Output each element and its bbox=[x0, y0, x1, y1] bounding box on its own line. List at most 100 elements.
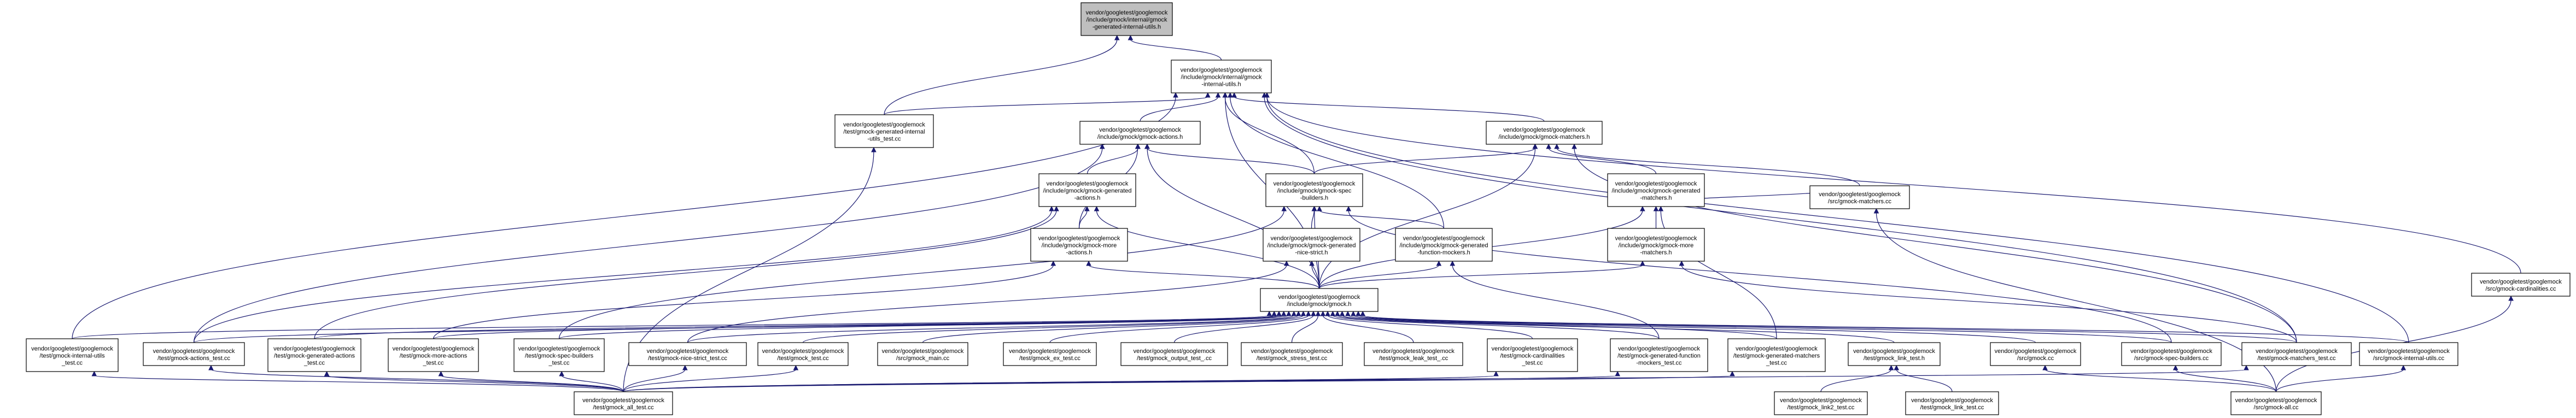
file-node-more-actions-test[interactable]: vendor/googletest/googlemock/test/gmock-… bbox=[388, 338, 479, 372]
node-label-line: /test/gmock_link_test.h bbox=[1864, 355, 1925, 362]
file-node-output-test[interactable]: vendor/googletest/googlemock/test/gmock_… bbox=[1120, 342, 1228, 366]
node-label-line: vendor/googletest/googlemock bbox=[1618, 346, 1700, 352]
file-node-internal-utils-test[interactable]: vendor/googletest/googlemock/test/gmock-… bbox=[26, 338, 119, 372]
edge-gmock_h-to-actions bbox=[1147, 148, 1320, 289]
file-node-spec-builders-test[interactable]: vendor/googletest/googlemock/test/gmock-… bbox=[513, 338, 605, 372]
arrowhead-gen_actions_test bbox=[324, 370, 330, 376]
file-node-matchers[interactable]: vendor/googletest/googlemock/include/gmo… bbox=[1486, 121, 1603, 145]
node-label-line: vendor/googletest/googlemock bbox=[31, 346, 113, 352]
edge-actions_test-to-actions bbox=[193, 148, 1103, 343]
arrowhead-gen_function_mockers_test bbox=[1615, 370, 1621, 376]
file-node-gen-matchers-test[interactable]: vendor/googletest/googlemock/test/gmock-… bbox=[1727, 338, 1826, 372]
edge-nice_strict_test-to-gen_nice_strict bbox=[687, 264, 1287, 343]
arrowhead-gmock_h bbox=[1311, 310, 1316, 316]
file-node-gmock-cc[interactable]: vendor/googletest/googlemock/src/gmock.c… bbox=[1990, 342, 2081, 366]
file-node-matchers-test[interactable]: vendor/googletest/googlemock/test/gmock-… bbox=[2241, 342, 2352, 366]
file-node-more-matchers[interactable]: vendor/googletest/googlemock/include/gmo… bbox=[1607, 228, 1705, 262]
node-label-line: /test/gmock_leak_test_.cc bbox=[1379, 355, 1448, 362]
node-box bbox=[1003, 342, 1097, 366]
file-node-gmock-test[interactable]: vendor/googletest/googlemock/test/gmock_… bbox=[757, 342, 849, 366]
node-label-line: /test/gmock_link_test.cc bbox=[1920, 404, 1984, 411]
node-label-line: vendor/googletest/googlemock bbox=[1995, 348, 2077, 355]
node-box bbox=[1395, 228, 1493, 262]
file-node-gen-actions[interactable]: vendor/googletest/googlemock/include/gmo… bbox=[1038, 173, 1136, 207]
file-node-gen-matchers[interactable]: vendor/googletest/googlemock/include/gmo… bbox=[1607, 173, 1705, 207]
file-node-gmock-h[interactable]: vendor/googletest/googlemock/include/gmo… bbox=[1260, 288, 1378, 312]
edge-spec_builders-to-matchers bbox=[1313, 148, 1535, 174]
arrowhead-gmock_test bbox=[793, 364, 799, 370]
node-label-line: /include/gmock/gmock-generated bbox=[1043, 188, 1131, 195]
node-label-line: /test/gmock-spec-builders bbox=[525, 353, 594, 360]
node-label-line: /test/gmock-more-actions bbox=[400, 353, 468, 360]
file-node-all-test[interactable]: vendor/googletest/googlemock/test/gmock_… bbox=[574, 391, 673, 415]
edge-all_test-to-gmock_test bbox=[623, 369, 796, 392]
file-node-spec-builders-cc[interactable]: vendor/googletest/googlemock/src/gmock-s… bbox=[2121, 342, 2222, 366]
file-node-more-actions[interactable]: vendor/googletest/googlemock/include/gmo… bbox=[1030, 228, 1128, 262]
file-node-stress-test[interactable]: vendor/googletest/googlemock/test/gmock_… bbox=[1241, 342, 1343, 366]
edge-gen_function_mockers-to-internal_utils bbox=[1230, 96, 1445, 229]
edge-gmock_main-to-gmock_h bbox=[922, 315, 1304, 343]
node-box bbox=[2230, 391, 2322, 415]
node-label-line: /src/gmock-internal-utils.cc bbox=[2373, 355, 2445, 362]
arrowhead-gen_matchers bbox=[1640, 205, 1645, 211]
file-node-internal-utils-cc[interactable]: vendor/googletest/googlemock/src/gmock-i… bbox=[2359, 342, 2458, 366]
node-label-line: vendor/googletest/googlemock bbox=[1038, 236, 1120, 242]
node-box bbox=[1030, 228, 1128, 262]
edge-spec_builders_test-to-spec_builders bbox=[558, 210, 1284, 339]
arrowhead-gmock_h bbox=[1281, 310, 1287, 316]
node-box bbox=[1038, 173, 1136, 207]
file-node-ex-test[interactable]: vendor/googletest/googlemock/test/gmock_… bbox=[1003, 342, 1097, 366]
file-node-leak-test[interactable]: vendor/googletest/googlemock/test/gmock_… bbox=[1364, 342, 1463, 366]
file-node-matchers-cc[interactable]: vendor/googletest/googlemock/src/gmock-m… bbox=[1809, 185, 1910, 209]
arrowhead-internal_utils bbox=[1231, 92, 1237, 98]
file-node-actions-test[interactable]: vendor/googletest/googlemock/test/gmock-… bbox=[143, 342, 245, 366]
edge-gen_nice_strict-to-spec_builders bbox=[1311, 210, 1315, 229]
file-node-link2-test[interactable]: vendor/googletest/googlemock/test/gmock_… bbox=[1774, 391, 1868, 415]
node-label-line: vendor/googletest/googlemock bbox=[1853, 348, 1935, 355]
node-label-line: /test/gmock_stress_test.cc bbox=[1257, 355, 1328, 362]
node-label-line: vendor/googletest/googlemock bbox=[647, 348, 729, 355]
node-box bbox=[1487, 338, 1578, 372]
arrowhead-cardinalities_cc bbox=[2508, 295, 2514, 301]
file-node-cardinalities-test[interactable]: vendor/googletest/googlemock/test/gmock-… bbox=[1487, 338, 1578, 372]
arrowhead-link_test_h bbox=[1888, 364, 1894, 370]
file-node-gen-function-mockers[interactable]: vendor/googletest/googlemock/include/gmo… bbox=[1395, 228, 1493, 262]
arrowhead-gen_function_mockers bbox=[1450, 260, 1456, 266]
node-label-line: /test/gmock-actions_test.cc bbox=[157, 355, 230, 362]
arrowhead-more_actions_test bbox=[438, 370, 444, 376]
arrowhead-spec_builders bbox=[1346, 205, 1352, 211]
node-label-line: /test/gmock-generated-function bbox=[1617, 353, 1701, 360]
file-node-link-test-cc[interactable]: vendor/googletest/googlemock/test/gmock_… bbox=[1905, 391, 1999, 415]
node-label-line: vendor/googletest/googlemock bbox=[1492, 346, 1574, 352]
file-node-gen-actions-test[interactable]: vendor/googletest/googlemock/test/gmock-… bbox=[267, 338, 361, 372]
file-node-gen-function-mockers-test[interactable]: vendor/googletest/googlemock/test/gmock-… bbox=[1610, 338, 1708, 372]
file-node-cardinalities-cc[interactable]: vendor/googletest/googlemock/src/gmock-c… bbox=[2471, 273, 2571, 297]
node-box bbox=[1727, 338, 1826, 372]
file-node-actions[interactable]: vendor/googletest/googlemock/include/gmo… bbox=[1079, 121, 1201, 145]
node-label-line: /include/gmock/gmock-more bbox=[1042, 243, 1117, 249]
edge-all_test-to-spec_builders_test bbox=[561, 375, 624, 392]
node-label-line: vendor/googletest/googlemock bbox=[1271, 236, 1353, 242]
edge-all_test-to-internal_utils_test bbox=[94, 375, 624, 392]
node-label-line: vendor/googletest/googlemock bbox=[1274, 181, 1356, 187]
file-node-gen-internal-utils-test[interactable]: vendor/googletest/googlemock/test/gmock-… bbox=[834, 114, 934, 148]
arrowhead-gmock_h bbox=[1266, 310, 1272, 316]
node-label-line: /include/gmock/gmock.h bbox=[1287, 301, 1352, 308]
arrowhead-link_test_h bbox=[1894, 364, 1900, 370]
file-node-link-test-h[interactable]: vendor/googletest/googlemock/test/gmock_… bbox=[1848, 342, 1941, 366]
node-label-line: /include/gmock/gmock-generated bbox=[1267, 243, 1356, 249]
node-label-line: -actions.h bbox=[1066, 250, 1093, 256]
file-node-gen-nice-strict[interactable]: vendor/googletest/googlemock/include/gmo… bbox=[1263, 228, 1360, 262]
node-label-line: vendor/googletest/googlemock bbox=[153, 348, 235, 355]
edge-gen_internal_utils_test-to-internal_utils bbox=[884, 96, 1208, 115]
file-node-internal-generated-utils[interactable]: vendor/googletest/googlemock/include/gmo… bbox=[1080, 2, 1173, 36]
file-node-gmock-all-cc[interactable]: vendor/googletest/googlemock/src/gmock-a… bbox=[2230, 391, 2322, 415]
file-node-nice-strict-test[interactable]: vendor/googletest/googlemock/test/gmock-… bbox=[628, 342, 747, 366]
edge-stress_test-to-gmock_h bbox=[1291, 315, 1319, 343]
file-node-gmock-main[interactable]: vendor/googletest/googlemock/src/gmock_m… bbox=[877, 342, 968, 366]
edge-nice_strict_test-to-gmock_h bbox=[687, 315, 1294, 343]
file-node-spec-builders[interactable]: vendor/googletest/googlemock/include/gmo… bbox=[1265, 173, 1363, 207]
file-node-internal-utils[interactable]: vendor/googletest/googlemock/include/gmo… bbox=[1171, 60, 1272, 93]
node-label-line: vendor/googletest/googlemock bbox=[1615, 181, 1697, 187]
node-label-line: /include/gmock/gmock-more bbox=[1619, 243, 1694, 249]
